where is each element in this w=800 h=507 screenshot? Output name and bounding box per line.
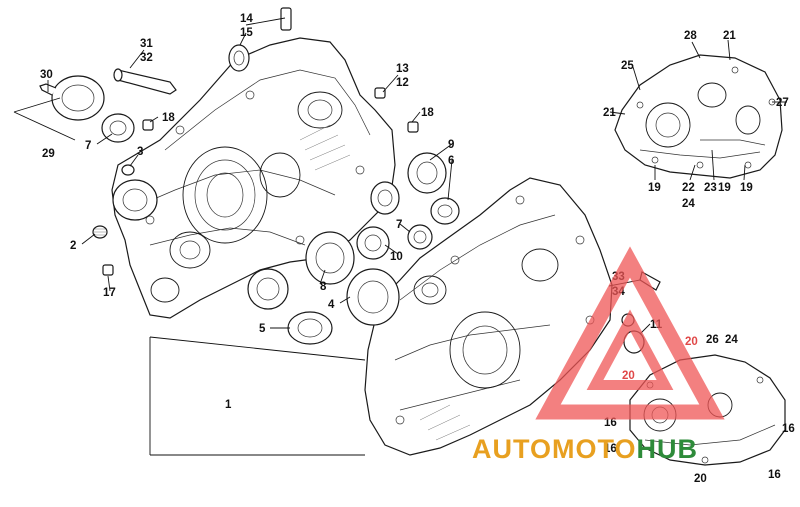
callout-1: 1 <box>225 399 232 411</box>
bearings-right-column <box>356 152 460 260</box>
watermark-text-hub: HUB <box>637 434 699 464</box>
callout-20-c: 20 <box>694 473 707 485</box>
leader-lines <box>13 17 787 456</box>
callout-7-left: 7 <box>85 140 91 152</box>
callout-23: 23 <box>704 182 717 194</box>
callout-20-a: 20 <box>685 336 698 348</box>
plug-3 <box>121 164 135 176</box>
callout-24-b: 24 <box>725 334 738 346</box>
callout-26: 26 <box>706 334 719 346</box>
watermark-text-automoto: AUTOMOTO <box>472 434 637 464</box>
callout-21-top: 21 <box>723 30 736 42</box>
callout-5: 5 <box>259 323 266 335</box>
callout-15: 15 <box>240 27 253 39</box>
right-crankcase-half <box>364 177 613 456</box>
callout-4: 4 <box>328 299 335 311</box>
callout-31: 31 <box>140 38 153 50</box>
callout-17: 17 <box>103 287 116 299</box>
pin-14 <box>280 7 292 31</box>
callout-8: 8 <box>320 281 327 293</box>
callout-6: 6 <box>448 155 454 167</box>
watermark-logo: AUTOMOTOHUB <box>472 246 725 464</box>
callout-12: 12 <box>396 77 409 89</box>
callout-14: 14 <box>240 13 253 25</box>
seal-15 <box>228 44 250 72</box>
callout-25: 25 <box>621 60 634 72</box>
screen-2 <box>92 225 108 239</box>
callout-16-b: 16 <box>604 443 617 455</box>
callout-24-a: 24 <box>682 198 695 210</box>
watermark-triangle-icon <box>535 246 725 420</box>
callout-22: 22 <box>682 182 695 194</box>
oil-filter-cover-30 <box>39 75 105 121</box>
callout-2: 2 <box>70 240 76 252</box>
callout-16-c: 16 <box>782 423 795 435</box>
callout-3: 3 <box>137 146 143 158</box>
watermark-triangle-inner-icon <box>586 309 674 390</box>
shaft-31-32 <box>113 68 177 95</box>
callout-30: 30 <box>40 69 53 81</box>
callout-13: 13 <box>396 63 409 75</box>
callout-18-left: 18 <box>162 112 175 124</box>
callout-10: 10 <box>390 251 403 263</box>
callout-32: 32 <box>140 52 153 64</box>
callout-19-c: 19 <box>740 182 753 194</box>
callout-19-a: 19 <box>648 182 661 194</box>
inset-crankcase-outer-view <box>614 54 783 179</box>
callout-16-a: 16 <box>604 417 617 429</box>
callout-9: 9 <box>448 139 454 151</box>
callout-21-side: 21 <box>603 107 616 119</box>
callout-20-b: 20 <box>622 370 635 382</box>
callout-27: 27 <box>776 97 789 109</box>
callout-7-right: 7 <box>396 219 402 231</box>
callout-19-b: 19 <box>718 182 731 194</box>
callout-29: 29 <box>42 148 55 160</box>
callout-18-right: 18 <box>421 107 434 119</box>
svg-text:AUTOMOTOHUB: AUTOMOTOHUB <box>472 434 698 464</box>
dowel-pins <box>102 87 419 276</box>
callout-28: 28 <box>684 30 697 42</box>
callout-16-d: 16 <box>768 469 781 481</box>
